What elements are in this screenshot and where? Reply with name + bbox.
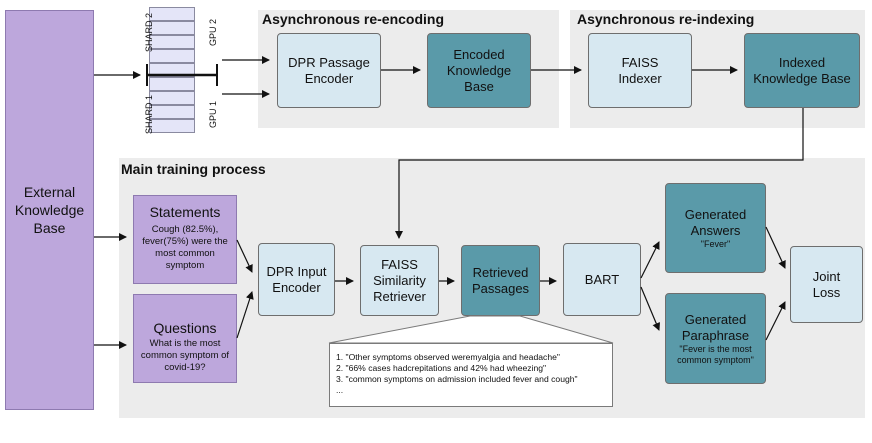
shard-cell xyxy=(149,77,195,91)
arrow-paraphrase-to-loss xyxy=(765,301,786,341)
shard-cell xyxy=(149,21,195,35)
passage-line: 3. "common symptoms on admission include… xyxy=(336,374,578,384)
bart: BART xyxy=(563,243,641,316)
generated-paraphrase: Generated Paraphrase "Fever is the most … xyxy=(665,293,766,384)
external-knowledge-base: External Knowledge Base xyxy=(5,10,94,410)
shard-cell xyxy=(149,91,195,105)
passage-line: 1. "Other symptoms observed weremyalgia … xyxy=(336,352,560,362)
dpr-passage-encoder: DPR Passage Encoder xyxy=(277,33,381,108)
passage-ellipsis: ... xyxy=(336,385,344,395)
callout-connector xyxy=(328,315,614,344)
shard-stack xyxy=(149,7,195,133)
joint-loss: Joint Loss xyxy=(790,246,863,323)
shard-cell xyxy=(149,63,195,77)
faiss-similarity-retriever: FAISS Similarity Retriever xyxy=(360,245,439,316)
passage-line: 2. "66% cases hadcrepitations and 42% ha… xyxy=(336,363,547,373)
arrow-answers-to-loss xyxy=(765,226,786,269)
async-encoding-title: Asynchronous re-encoding xyxy=(262,11,445,27)
generated-answers-label: Generated Answers xyxy=(684,206,747,238)
arrow-bart-to-paraphrase xyxy=(640,286,660,331)
generated-paraphrase-example: "Fever is the most common symptom" xyxy=(677,343,754,365)
arrow-statements-to-input-encoder xyxy=(236,239,253,273)
questions-text: What is the most common symptom of covid… xyxy=(140,338,230,373)
generated-answers: Generated Answers "Fever" xyxy=(665,183,766,273)
dpr-input-encoder: DPR Input Encoder xyxy=(258,243,335,316)
arrow-indexed-to-retriever xyxy=(395,108,804,239)
faiss-indexer: FAISS Indexer xyxy=(588,33,692,108)
arrow-questions-to-input-encoder xyxy=(236,291,254,339)
main-training-title: Main training process xyxy=(121,161,266,177)
async-indexing-title: Asynchronous re-indexing xyxy=(577,11,755,27)
indexed-knowledge-base: Indexed Knowledge Base xyxy=(744,33,860,108)
generated-paraphrase-label: Generated Paraphrase xyxy=(681,311,750,343)
shard-cell xyxy=(149,49,195,63)
shard-cell xyxy=(149,7,195,21)
retrieved-passages: Retrieved Passages xyxy=(461,245,540,316)
questions-box: Questions What is the most common sympto… xyxy=(133,294,237,383)
shard-cell xyxy=(149,119,195,133)
generated-answers-example: "Fever" xyxy=(700,238,731,249)
encoded-knowledge-base: Encoded Knowledge Base xyxy=(427,33,531,108)
statements-title: Statements xyxy=(149,204,221,220)
questions-title: Questions xyxy=(153,320,217,336)
shard-cell xyxy=(149,105,195,119)
arrow-bart-to-answers xyxy=(640,241,660,279)
retrieved-passages-callout: 1. "Other symptoms observed weremyalgia … xyxy=(329,343,613,407)
statements-box: Statements Cough (82.5%), fever(75%) wer… xyxy=(133,195,237,284)
statements-text: Cough (82.5%), fever(75%) were the most … xyxy=(142,224,228,271)
shard-cell xyxy=(149,35,195,49)
